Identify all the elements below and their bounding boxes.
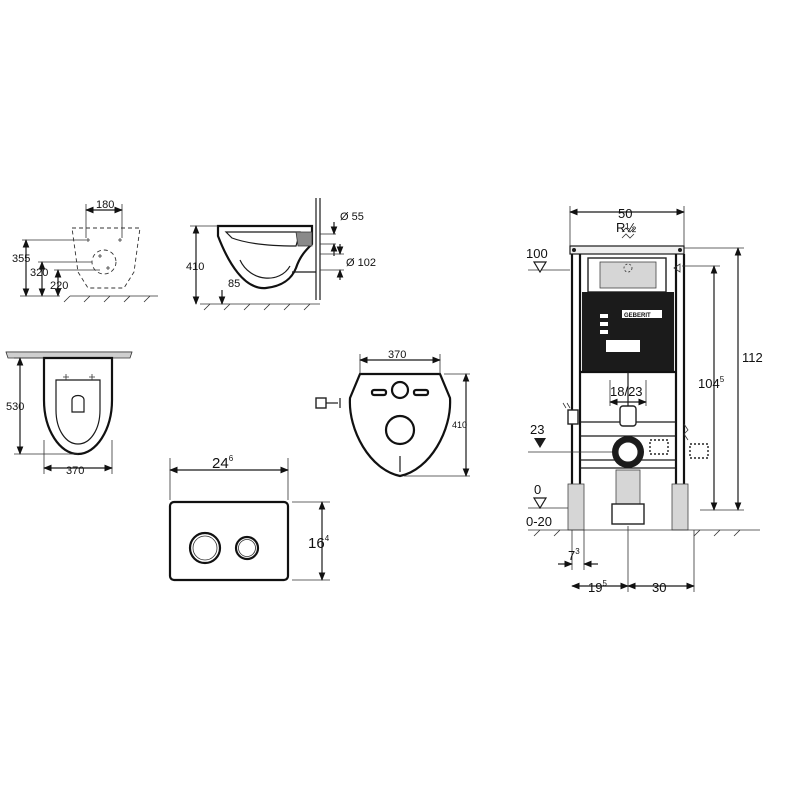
- level-label-23: 23: [530, 422, 544, 437]
- fixing-bolt: [315, 397, 341, 409]
- dim-label-195: 195: [588, 579, 607, 595]
- label-thread: R½: [616, 220, 636, 235]
- bowl-rear-view: 180 355 320 220: [12, 199, 158, 303]
- dim-label-plate-width: 246: [212, 454, 234, 472]
- dim-label-112: 112: [742, 350, 763, 365]
- dim-label-d55: Ø 55: [340, 211, 364, 223]
- mounting-template: 370 410: [315, 349, 470, 478]
- bowl-side-profile: 410 85 Ø 55 Ø 102: [186, 198, 376, 311]
- flush-plate: 246 164: [168, 454, 330, 582]
- dim-label-1823: 18/23: [610, 384, 643, 399]
- dim-label-370-plan: 370: [66, 465, 84, 477]
- dim-label-410-mount: 410: [452, 420, 467, 430]
- installation-frame: GEBERIT 50 R½ 100: [526, 206, 763, 595]
- dim-label-220: 220: [50, 280, 68, 292]
- level-label-0: 0: [534, 482, 541, 497]
- dim-label-73: 73: [568, 547, 580, 563]
- brand-mark: GEBERIT: [624, 313, 651, 319]
- dim-label-320: 320: [30, 267, 48, 279]
- dim-label-frame-width: 50: [618, 206, 632, 221]
- dim-label-370-mount: 370: [388, 349, 406, 361]
- dim-label-plate-height: 164: [308, 534, 330, 552]
- dim-label-530: 530: [6, 401, 24, 413]
- dim-label-30: 30: [652, 580, 666, 595]
- dim-label-355: 355: [12, 253, 30, 265]
- dim-label-410-profile: 410: [186, 261, 204, 273]
- bowl-plan-view: 530 370: [5, 351, 133, 477]
- level-label-100: 100: [526, 246, 548, 261]
- dim-label-d102: Ø 102: [346, 257, 376, 269]
- level-label-020: 0-20: [526, 514, 552, 529]
- dim-label-1045: 1045: [698, 375, 725, 391]
- dim-label-180: 180: [96, 199, 114, 211]
- dim-label-85: 85: [228, 278, 240, 290]
